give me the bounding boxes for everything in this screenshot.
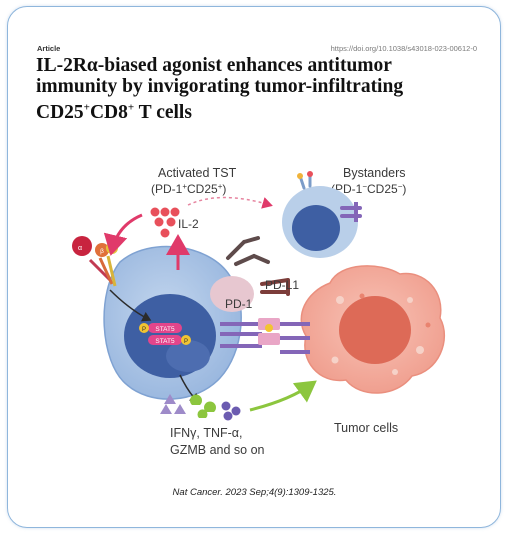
autocrine-arrow <box>103 213 143 256</box>
tumor-cell <box>300 265 445 394</box>
svg-text:P: P <box>142 327 146 333</box>
cytokines-line2: GZMB and so on <box>170 443 265 457</box>
killing-arrow <box>249 380 317 412</box>
svg-text:STAT5: STAT5 <box>155 326 175 333</box>
pd1-receptor <box>226 236 270 266</box>
title-line-3: CD25+CD8+ T cells <box>36 101 192 123</box>
card-frame <box>7 6 501 528</box>
activated-tst-phenotype: (PD-1+CD25+) <box>151 182 226 197</box>
paper-title: IL-2Rα-biased agonist enhances antitumor… <box>36 55 486 123</box>
il2-receptor: α β γ <box>72 236 118 287</box>
tumor-cells-label: Tumor cells <box>334 421 398 435</box>
title-line-2: immunity by invigorating tumor-infiltrat… <box>36 76 404 97</box>
immune-synapse <box>220 318 310 354</box>
cytokine-shapes <box>160 394 241 421</box>
cytokines-line1: IFNγ, TNF-α, <box>170 426 243 440</box>
bystander-cell <box>282 171 362 258</box>
svg-text:STAT5: STAT5 <box>155 338 175 345</box>
paracrine-dashed-arrow <box>187 196 273 209</box>
svg-text:α: α <box>78 245 82 252</box>
il2-label: IL-2 <box>178 217 199 231</box>
svg-text:P: P <box>184 339 188 345</box>
svg-text:β: β <box>100 248 104 255</box>
citation: Nat Cancer. 2023 Sep;4(9):1309-1325. <box>172 487 337 498</box>
title-line-1: IL-2Rα-biased agonist enhances antitumor <box>36 55 392 76</box>
doi-link[interactable]: https://doi.org/10.1038/s43018-023-00612… <box>330 44 477 53</box>
pdl1-label: PD-L1 <box>265 278 299 292</box>
activated-tst-label: Activated TST <box>158 166 237 180</box>
il2-cluster <box>150 207 180 238</box>
bystanders-label: Bystanders <box>343 166 406 180</box>
pd1-label: PD-1 <box>225 297 253 311</box>
stat5-dimer: STAT5 STAT5 P P <box>139 323 191 345</box>
pdl1-receptor <box>260 278 290 296</box>
article-type-label: Article <box>37 44 61 53</box>
signal-arrow <box>109 289 152 322</box>
